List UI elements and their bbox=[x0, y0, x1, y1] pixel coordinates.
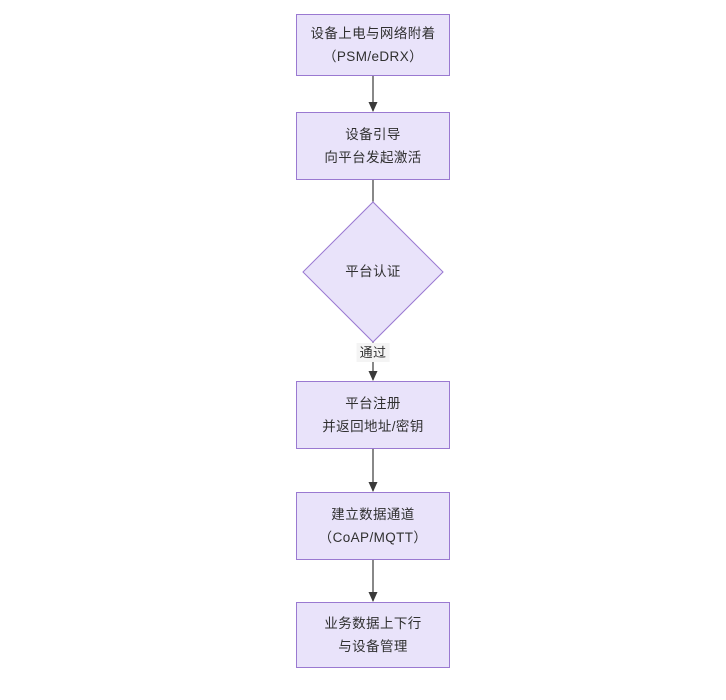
edge-label-pass: 通过 bbox=[356, 343, 390, 362]
flow-node-platform-register-line-2: 并返回地址/密钥 bbox=[322, 419, 424, 434]
flow-node-data-channel[interactable]: 建立数据通道 （CoAP/MQTT） bbox=[296, 492, 450, 560]
flow-node-business-data-line-1: 业务数据上下行 bbox=[324, 616, 422, 631]
flow-node-device-bootstrap-line-1: 设备引导 bbox=[345, 127, 401, 142]
flow-node-power-on-line-1: 设备上电与网络附着 bbox=[310, 26, 436, 41]
flow-node-platform-auth-wrap[interactable]: 平台认证 bbox=[302, 201, 444, 343]
flow-node-power-on-line-2: （PSM/eDRX） bbox=[322, 49, 424, 64]
flow-node-data-channel-line-1: 建立数据通道 bbox=[331, 507, 415, 522]
flow-node-business-data[interactable]: 业务数据上下行 与设备管理 bbox=[296, 602, 450, 668]
flow-node-power-on[interactable]: 设备上电与网络附着 （PSM/eDRX） bbox=[296, 14, 450, 76]
flow-node-platform-register[interactable]: 平台注册 并返回地址/密钥 bbox=[296, 381, 450, 449]
flow-node-data-channel-line-2: （CoAP/MQTT） bbox=[318, 530, 428, 545]
flow-node-device-bootstrap-line-2: 向平台发起激活 bbox=[324, 150, 422, 165]
flow-node-platform-auth-label: 平台认证 bbox=[345, 264, 401, 279]
flow-node-device-bootstrap[interactable]: 设备引导 向平台发起激活 bbox=[296, 112, 450, 180]
flow-node-platform-register-line-1: 平台注册 bbox=[345, 396, 401, 411]
flow-node-business-data-line-2: 与设备管理 bbox=[338, 639, 408, 654]
